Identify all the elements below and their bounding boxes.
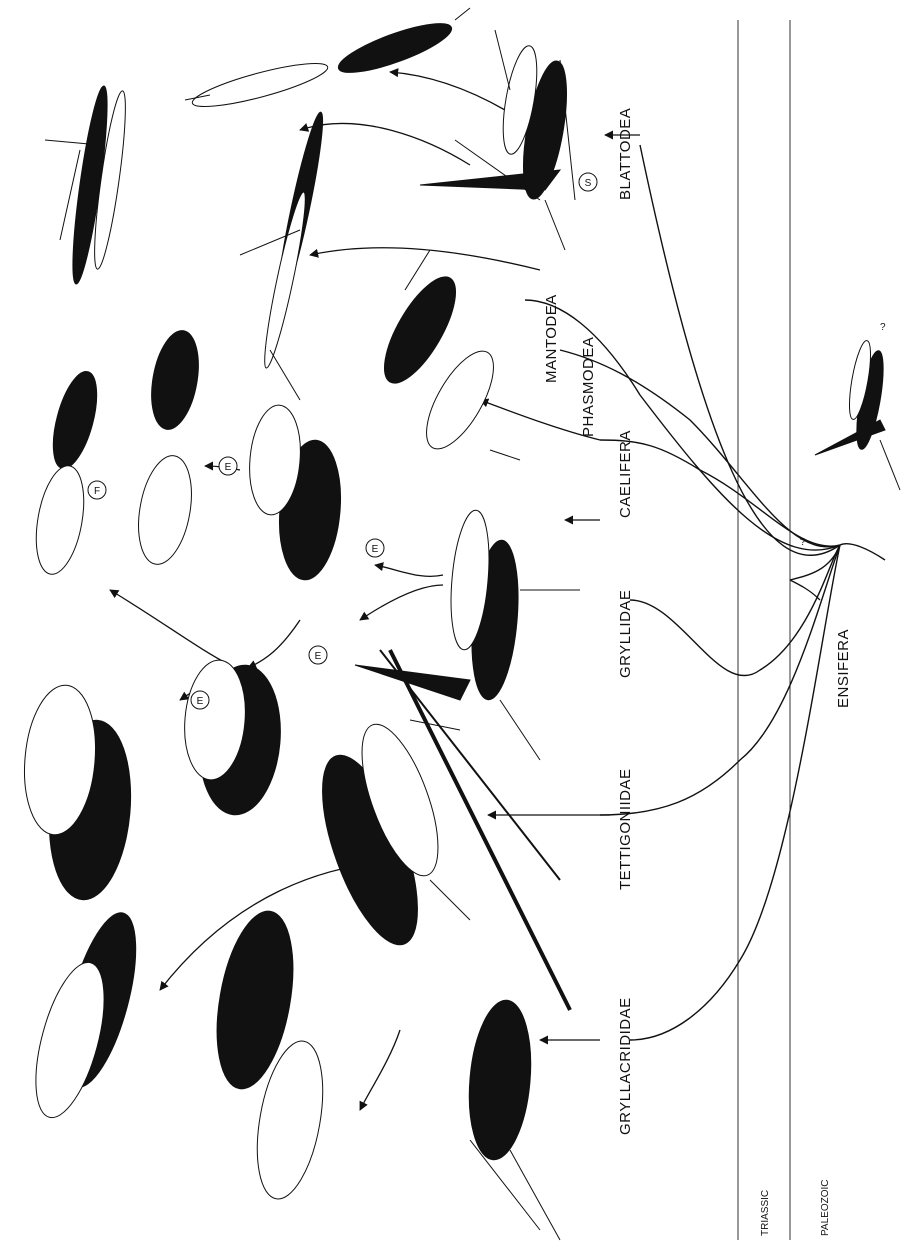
label-mantodea: MANTODEA [543, 294, 560, 383]
insect-middle-1 [184, 659, 281, 816]
label-gryllacrididae: GRYLLACRIDIDAE [617, 997, 634, 1135]
label-blattodea: BLATTODEA [617, 108, 634, 200]
circled-marker-s: S [578, 172, 598, 192]
question-mark-lower: ? [800, 537, 806, 548]
circled-marker-e1: E [218, 456, 238, 476]
insect-left-3 [249, 404, 342, 581]
era-label-paleozoic: PALEOZOIC [820, 1180, 831, 1237]
insect-top-1 [184, 7, 471, 108]
insect-gryllidae [354, 509, 580, 761]
insect-bottom-2 [216, 910, 324, 1200]
svg-text:F: F [94, 486, 100, 497]
insect-left-2 [138, 330, 199, 565]
circled-marker-e3: E [308, 645, 328, 665]
phylogeny-branches [524, 144, 886, 1041]
svg-text:E: E [197, 696, 204, 707]
label-ensifera: ENSIFERA [835, 629, 852, 708]
insect-stick-1 [44, 85, 126, 285]
insect-middle-2 [24, 684, 132, 901]
circled-marker-e2: E [365, 538, 385, 558]
insect-tettigoniidae [322, 719, 471, 946]
evolution-arrows [109, 68, 821, 1111]
era-label-triassic: TRIASSIC [760, 1190, 771, 1236]
insect-illustrations [24, 7, 901, 1241]
insect-stick-2 [239, 111, 324, 401]
insect-gryllacrididae [379, 649, 572, 1241]
question-mark-upper: ? [880, 322, 886, 333]
svg-text:E: E [315, 651, 322, 662]
insect-left-1 [35, 370, 98, 575]
label-gryllidae: GRYLLIDAE [617, 590, 634, 678]
insect-blattodea [419, 29, 576, 251]
svg-text:E: E [372, 544, 379, 555]
circled-marker-e4: E [190, 690, 210, 710]
circled-marker-f: F [87, 480, 107, 500]
svg-text:E: E [225, 462, 232, 473]
insect-bottom-1 [35, 912, 137, 1119]
label-tettigoniidae: TETTIGONIIDAE [617, 768, 634, 890]
insect-caelifera [383, 249, 521, 461]
svg-text:S: S [585, 178, 592, 189]
label-caelifera: CAELIFERA [617, 430, 634, 518]
label-phasmodea: PHASMODEA [580, 337, 597, 437]
insect-ancestor [814, 340, 901, 491]
